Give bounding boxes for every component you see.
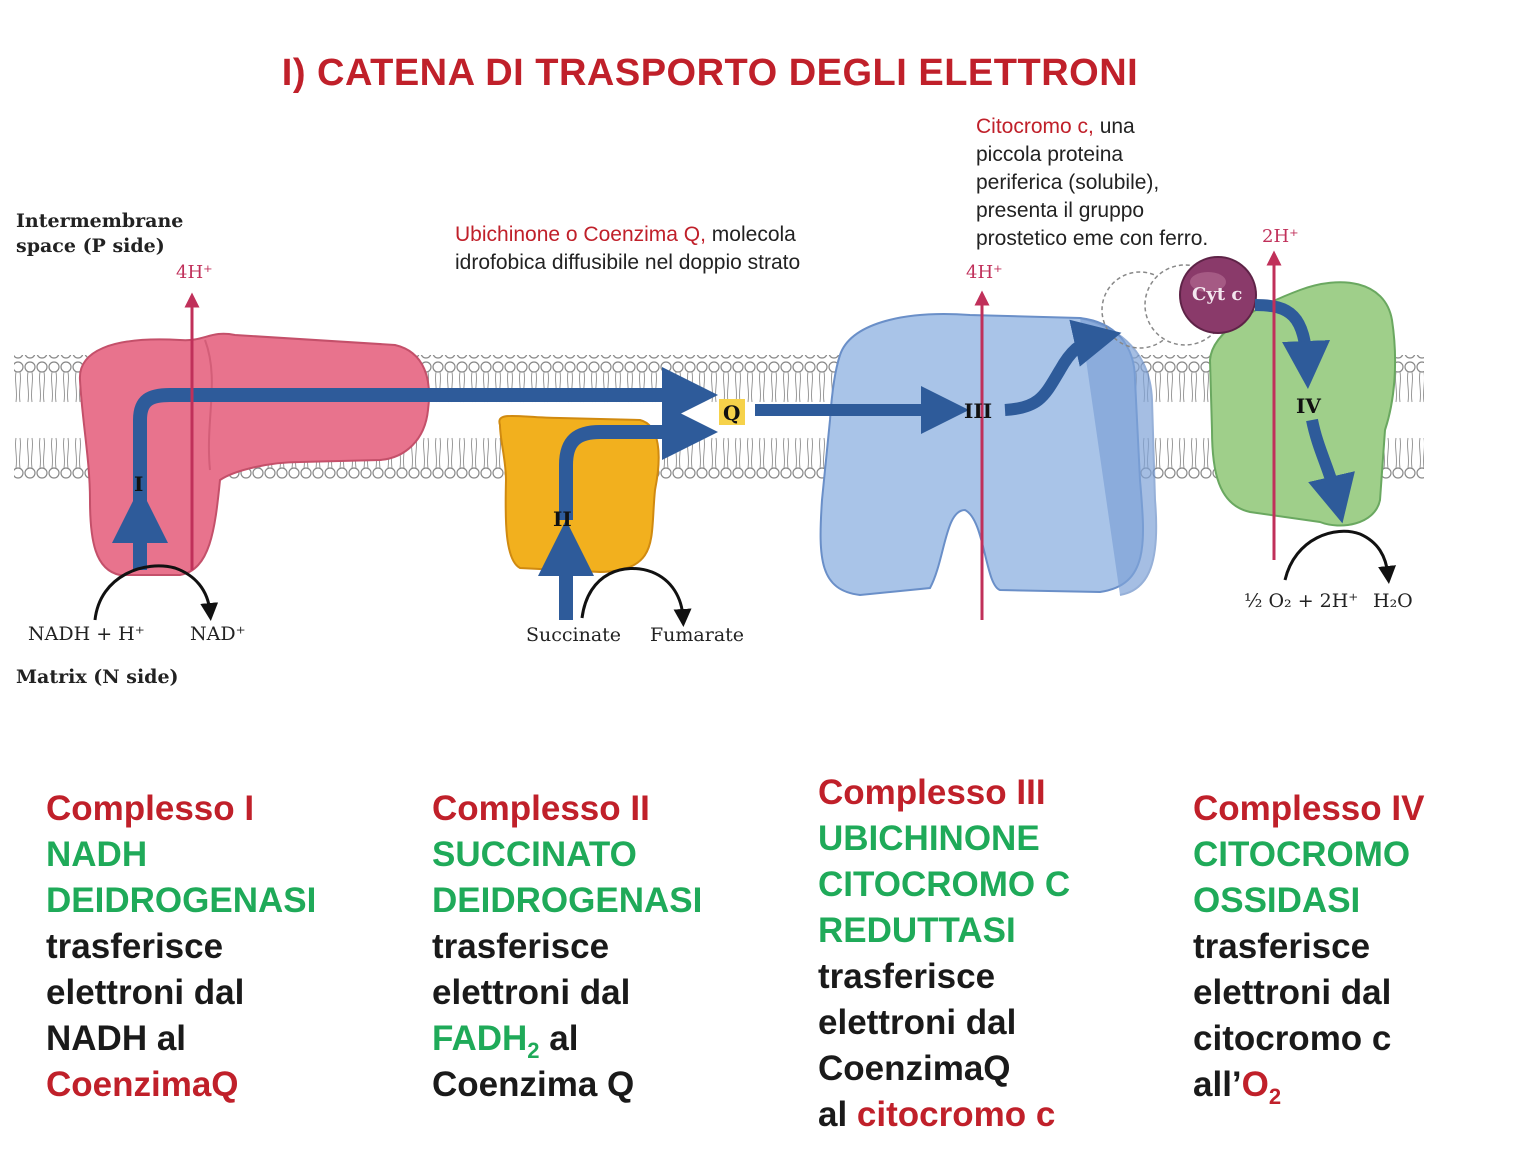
ubiquinone-note-line2: idrofobica diffusibile nel doppio strato (455, 251, 801, 274)
cyt-note-line4: presenta il gruppo (976, 199, 1145, 222)
proton-label-complex-iv: 2H⁺ (1262, 226, 1299, 247)
fumarate-label: Fumarate (650, 624, 745, 646)
complex-ii-description: Complesso II SUCCINATO DEIDROGENASI tras… (432, 786, 702, 1108)
complex-ii-last-line: Coenzima Q (432, 1065, 635, 1104)
succinate-label: Succinate (526, 624, 622, 646)
cyt-note-line1: Citocromo c, una (976, 113, 1208, 141)
cyt-note-line5: prostetico eme con ferro. (976, 227, 1209, 250)
nadh-label: NADH + H⁺ (28, 623, 145, 645)
complex-iv-all: all’ (1193, 1065, 1242, 1104)
complex-iii-al: al (818, 1095, 857, 1134)
cyt-c-label: Cyt c (1192, 284, 1242, 305)
complex-i-target: CoenzimaQ (46, 1065, 239, 1104)
nad-label: NAD⁺ (190, 623, 246, 645)
cyt-note-red: Citocromo c, (976, 115, 1094, 138)
complex-iv-label: IV (1296, 394, 1321, 418)
oxygen-label: ½ O₂ + 2H⁺ (1244, 590, 1359, 612)
complex-iii-text-line: CoenzimaQ (818, 1049, 1011, 1088)
complex-i-text-line: trasferisce (46, 927, 224, 966)
electron-path-complex-i-to-q (133, 367, 718, 540)
complex-ii-name-line: SUCCINATO (432, 835, 637, 874)
o2-subscript: 2 (1268, 1084, 1282, 1109)
complex-iv-description: Complesso IV CITOCROMO OSSIDASI trasferi… (1193, 786, 1424, 1108)
ubiquinone-note: Ubichinone o Coenzima Q, molecola idrofo… (455, 221, 800, 277)
intermembrane-label-line1: Intermembrane (16, 210, 184, 232)
matrix-label: Matrix (N side) (16, 666, 179, 688)
complex-ii-fadh-line: FADH2 al (432, 1016, 702, 1062)
complex-iii-target-line: al citocromo c (818, 1092, 1070, 1138)
ubiquinone-note-line1: Ubichinone o Coenzima Q, molecola (455, 221, 800, 249)
fadh-subscript: 2 (527, 1038, 540, 1063)
electron-transport-diagram: I II Q III IV Cyt c 4H⁺ 4H⁺ 2H⁺ (14, 226, 1424, 627)
cytochrome-c-note: Citocromo c, una piccola proteina perife… (976, 113, 1208, 253)
oxygen-reaction-arrow (1283, 529, 1397, 584)
complex-iv (1208, 281, 1397, 527)
fadh-after: al (539, 1019, 579, 1058)
complex-ii-label: II (553, 507, 572, 531)
fadh-label: FADH (432, 1019, 528, 1058)
complex-iii (819, 313, 1158, 597)
complex-i-name-line: NADH (46, 835, 148, 874)
complex-iii-text-line: trasferisce (818, 957, 996, 996)
complex-iii-name-line: UBICHINONE (818, 819, 1040, 858)
complex-iii-heading: Complesso III (818, 773, 1046, 812)
proton-label-complex-iii: 4H⁺ (966, 262, 1003, 283)
complex-ii-name-line: DEIDROGENASI (432, 881, 703, 920)
cyt-note-line2: piccola proteina (976, 143, 1124, 166)
complex-iii-text-line: elettroni dal (818, 1003, 1017, 1042)
intermembrane-label: Intermembrane space (P side) (16, 210, 184, 257)
complex-iv-heading: Complesso IV (1193, 789, 1425, 828)
complex-iii-target: citocromo c (856, 1095, 1056, 1134)
nadh-reaction-arrow (93, 564, 219, 621)
complex-i-text-line: elettroni dal (46, 973, 245, 1012)
page-title: I) CATENA DI TRASPORTO DEGLI ELETTRONI (281, 52, 1139, 94)
complex-iii-label: III (964, 399, 992, 423)
complex-iv-text-line: citocromo c (1193, 1019, 1392, 1058)
complex-iii-name-line: REDUTTASI (818, 911, 1016, 950)
complex-i-label: I (134, 472, 143, 496)
ubiquinone-note-red: Ubichinone o Coenzima Q, (455, 223, 706, 246)
complex-iii-name-line: CITOCROMO C (818, 865, 1071, 904)
intermembrane-label-line2: space (P side) (16, 234, 165, 257)
electron-path-iv-to-oxygen (1306, 418, 1355, 524)
electron-path-cyt-c-to-iv (1254, 299, 1331, 389)
complex-iv-name-line: OSSIDASI (1193, 881, 1361, 920)
complex-ii-text-line: trasferisce (432, 927, 610, 966)
electron-path-iii-to-cyt-c (1004, 319, 1122, 416)
complex-i-name-line: DEIDROGENASI (46, 881, 317, 920)
complex-iv-text-line: trasferisce (1193, 927, 1371, 966)
complex-i-heading: Complesso I (46, 789, 255, 828)
cyt-note-rest: una (1093, 115, 1135, 138)
electron-path-complex-ii-to-q (559, 404, 718, 520)
complex-ii-text-line: elettroni dal (432, 973, 631, 1012)
complex-iv-name-line: CITOCROMO (1193, 835, 1411, 874)
cyt-note-line3: periferica (solubile), (976, 171, 1160, 194)
complex-i (78, 332, 430, 576)
proton-label-complex-i: 4H⁺ (176, 262, 213, 283)
complex-iv-text-line: elettroni dal (1193, 973, 1392, 1012)
ubiquinone-note-rest: molecola (705, 223, 796, 246)
succinate-reaction-arrow (580, 567, 692, 627)
complex-iii-description: Complesso III UBICHINONE CITOCROMO C RED… (818, 770, 1070, 1138)
q-label: Q (723, 401, 740, 425)
ubiquinone-q-box (719, 399, 745, 425)
complex-iv-o2-line: all’O2 (1193, 1062, 1424, 1108)
complex-ii-heading: Complesso II (432, 789, 650, 828)
o2-label: O (1241, 1065, 1269, 1104)
complex-i-description: Complesso I NADH DEIDROGENASI trasferisc… (46, 786, 316, 1108)
complex-i-text-line: NADH al (46, 1019, 187, 1058)
water-label: H₂O (1373, 590, 1413, 612)
cyt-c (1179, 256, 1257, 334)
